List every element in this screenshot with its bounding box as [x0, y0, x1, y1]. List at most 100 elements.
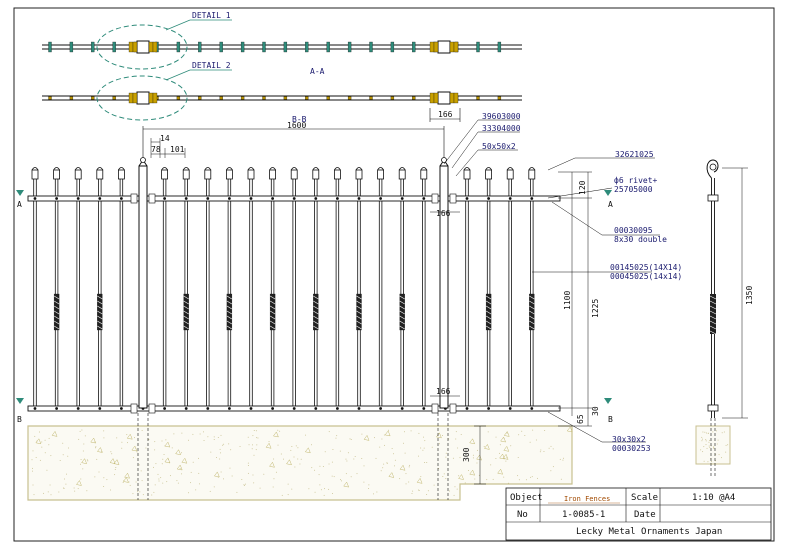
concrete-speck [550, 445, 552, 447]
section-mark-b-right: B [608, 415, 613, 424]
plan-bracket [429, 41, 435, 53]
concrete-speck [295, 445, 297, 447]
side-footing-speck [703, 446, 705, 448]
concrete-speck [44, 439, 46, 441]
concrete-speck [287, 483, 289, 485]
plan-view-2 [42, 91, 522, 105]
side-footing-speck [705, 444, 707, 446]
concrete-speck [62, 454, 64, 456]
rivet [292, 407, 296, 410]
concrete-speck [386, 462, 388, 464]
concrete-speck [31, 470, 33, 472]
side-footing-speck [713, 447, 715, 449]
concrete-speck [272, 486, 274, 488]
picket-twist [356, 293, 362, 331]
rivet [206, 197, 210, 200]
dim-101: 101 [170, 145, 185, 154]
concrete-speck [431, 446, 433, 448]
twist-line [485, 300, 492, 305]
concrete-aggregate [124, 472, 130, 479]
concrete-speck [223, 478, 225, 480]
concrete-speck [121, 441, 123, 443]
concrete-speck [308, 488, 310, 490]
concrete-speck [328, 488, 330, 490]
dim-300: 300 [462, 447, 471, 462]
concrete-speck [503, 476, 505, 478]
rivet [508, 197, 512, 200]
post-bracket [449, 193, 457, 204]
plan-bracket [128, 41, 134, 53]
concrete-speck [222, 444, 224, 446]
part-00030095: 00030095 [614, 226, 653, 235]
concrete-speck [373, 437, 375, 439]
concrete-speck [132, 457, 134, 459]
twist-line [269, 325, 276, 330]
concrete-speck [487, 431, 489, 433]
concrete-speck [402, 442, 404, 444]
concrete-speck [153, 466, 155, 468]
rivet [33, 407, 37, 410]
concrete-speck [495, 458, 497, 460]
picket-twist [226, 293, 233, 331]
concrete-speck [198, 472, 200, 474]
concrete-speck [495, 436, 497, 438]
picket-twist [53, 293, 60, 331]
concrete-speck [273, 458, 275, 460]
concrete-speck [207, 436, 209, 438]
concrete-speck [83, 443, 85, 445]
concrete-speck [241, 479, 243, 481]
concrete-aggregate [286, 459, 292, 466]
concrete-speck [138, 464, 140, 466]
tb-scale-value: 1:10 @A4 [692, 493, 735, 503]
side-footing-speck [701, 436, 703, 438]
concrete-speck [368, 484, 370, 486]
twist-line [313, 325, 319, 330]
concrete-aggregate [175, 449, 182, 456]
concrete-speck [505, 460, 507, 462]
concrete-speck [524, 435, 526, 437]
part-33304000: 33304000 [482, 124, 521, 133]
rivet [271, 197, 274, 200]
picket-finial [377, 169, 385, 180]
concrete-aggregate [304, 447, 311, 454]
twist-line [529, 305, 535, 310]
detail-1-label: DETAIL 1 [192, 11, 231, 20]
concrete-speck [368, 488, 370, 490]
concrete-speck [445, 456, 447, 458]
concrete-speck [81, 429, 83, 431]
concrete-speck [299, 463, 301, 465]
dim-30: 30 [591, 406, 600, 416]
concrete-speck [252, 444, 254, 446]
concrete-speck [345, 473, 347, 475]
concrete-speck [78, 438, 80, 440]
plan-picket [48, 96, 52, 100]
concrete-speck [141, 429, 143, 431]
concrete-speck [49, 484, 51, 486]
side-footing-speck [702, 431, 704, 433]
concrete-speck [324, 451, 326, 453]
part-00045025: 00045025(14x14) [610, 272, 682, 281]
post-ball [441, 157, 447, 163]
side-twist-line [709, 300, 717, 305]
concrete-speck [173, 433, 175, 435]
picket-finial [485, 169, 493, 180]
twist-line [356, 305, 362, 310]
concrete-speck [424, 440, 426, 442]
concrete-speck [350, 476, 352, 478]
concrete-speck [314, 469, 316, 471]
concrete-speck [84, 435, 86, 437]
concrete-speck [86, 490, 88, 492]
concrete-aggregate [96, 446, 103, 453]
rivet [228, 407, 231, 410]
concrete-speck [231, 475, 233, 477]
concrete-speck [536, 477, 538, 479]
twist-line [529, 310, 535, 315]
twist-line [226, 315, 233, 320]
concrete-speck [151, 494, 153, 496]
concrete-speck [529, 441, 531, 443]
rivet [206, 407, 210, 410]
plan-picket [176, 41, 181, 53]
side-footing-speck [703, 460, 705, 462]
concrete-speck [228, 443, 230, 445]
concrete-aggregate [469, 469, 476, 476]
